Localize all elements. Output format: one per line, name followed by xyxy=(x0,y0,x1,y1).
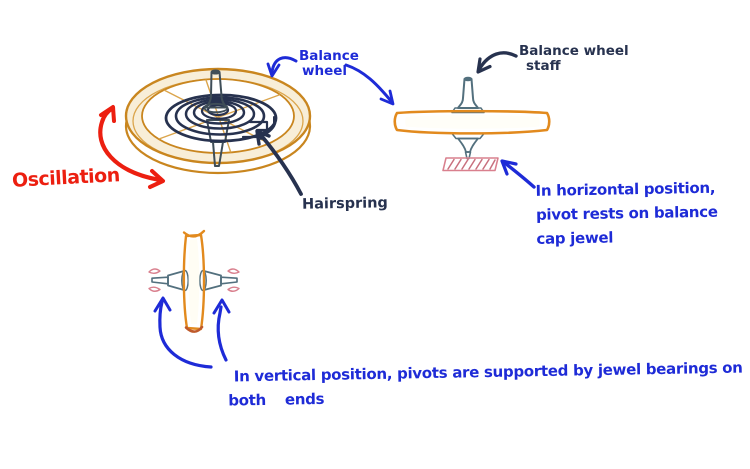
staff-label-line2: staff xyxy=(526,58,561,75)
oscillation-arrowhead-right xyxy=(148,169,165,189)
wheel-rim-inner-edge xyxy=(141,78,295,154)
horizontal-note-line2: pivot rests on balance xyxy=(535,202,718,224)
vertical-note-arrow-left xyxy=(153,296,213,369)
vertical-note-arrow-right xyxy=(212,298,231,362)
oscillation-arrow xyxy=(98,105,165,189)
side-view-upper-staff xyxy=(451,76,485,114)
balance-staff-upper-cone xyxy=(203,69,229,114)
balance-wheel-side-view xyxy=(393,76,551,172)
jewel-bearings xyxy=(148,268,240,292)
horizontal-note-line1: In horizontal position, xyxy=(535,178,716,200)
side-view-lower-staff xyxy=(451,132,485,160)
vertical-note-line4: ends xyxy=(284,389,325,409)
balance-wheel-label-line1: Balance xyxy=(299,48,359,64)
vertical-note-line1: In vertical position, xyxy=(233,364,393,386)
arrowhead xyxy=(476,57,492,74)
balance-wheel-arrow-to-top-view xyxy=(266,56,298,78)
vertical-position-note: In vertical position, pivots are support… xyxy=(228,355,750,412)
jewel-hatch-lines xyxy=(447,158,496,170)
arrowhead xyxy=(379,89,395,106)
balance-wheel-arrow-to-side-view xyxy=(344,63,395,106)
balance-cap-jewel xyxy=(442,157,499,172)
arrowhead xyxy=(500,159,518,176)
hairspring-arrow xyxy=(255,129,303,196)
hairspring-label: Hairspring xyxy=(301,195,389,213)
side-view-wheel-bar xyxy=(393,109,551,135)
wheel-rim-outer-edge xyxy=(124,67,312,165)
staff-label-line1: Balance wheel xyxy=(519,43,629,59)
balance-wheel-top-view xyxy=(124,67,312,175)
arrowhead xyxy=(212,298,231,315)
vertical-view-wheel-bar xyxy=(182,229,206,333)
arrowhead xyxy=(153,296,172,313)
left-pivot-pin xyxy=(151,276,169,285)
horizontal-position-note: In horizontal position, pivot rests on b… xyxy=(535,175,750,251)
arrowhead xyxy=(255,129,271,146)
horizontal-note-arrow xyxy=(500,159,536,189)
bar-top-lip xyxy=(182,229,206,238)
balance-wheel-vertical-view xyxy=(148,229,240,333)
horizontal-note-line3: cap jewel xyxy=(536,228,614,248)
oscillation-arrowhead-up xyxy=(99,105,116,123)
bar-bottom-lip xyxy=(184,325,204,333)
right-pivot-pin xyxy=(220,276,238,285)
balance-wheel-staff-arrow xyxy=(476,51,518,74)
balance-wheel-staff-label: Balance wheel staff xyxy=(519,43,629,75)
balance-wheel-label-line2: wheel xyxy=(302,63,348,80)
vertical-note-line2: pivots are supported by xyxy=(396,361,594,383)
balance-wheel-label: Balance wheel xyxy=(299,48,359,80)
arrowhead xyxy=(266,62,281,78)
